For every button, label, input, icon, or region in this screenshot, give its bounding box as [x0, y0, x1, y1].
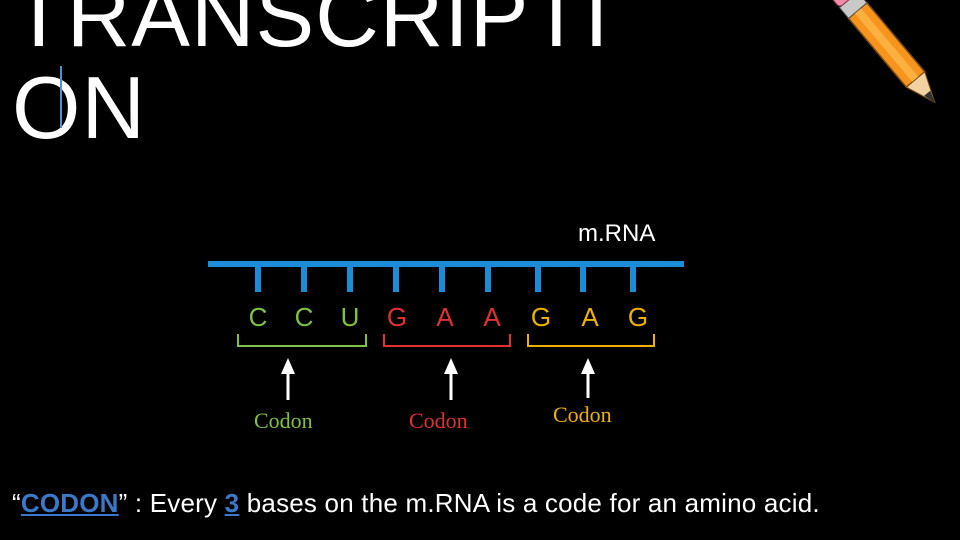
base-3: U [340, 302, 360, 332]
codon-arrow-3 [581, 358, 595, 398]
slide-title-line-2: ON [12, 58, 146, 157]
codon-term: CODON [20, 488, 119, 518]
definition-rest: bases on the m.RNA is a code for an amin… [239, 488, 820, 518]
mrna-label: m.RNA [578, 220, 656, 247]
mrna-base-stems [255, 264, 636, 292]
base-9: G [627, 302, 649, 332]
base-1: C [248, 302, 268, 332]
codon-label-2: Codon [409, 408, 468, 433]
base-8: A [581, 302, 599, 332]
base-7: G [530, 302, 552, 332]
base-2: C [294, 302, 314, 332]
slide-title-line-1: TRANSCRIPTI [12, 0, 610, 65]
definition-mid: ” : Every [118, 488, 225, 518]
codon-label-1: Codon [254, 408, 313, 433]
codon-arrow-2 [444, 358, 458, 400]
open-quote: “ [12, 488, 21, 518]
codon-definition: “CODON” : Every 3 bases on the m.RNA is … [12, 488, 820, 519]
text-cursor [60, 66, 62, 128]
codon-bracket-1 [237, 334, 367, 347]
base-4: G [386, 302, 408, 332]
base-5: A [436, 302, 454, 332]
codon-label-3: Codon [553, 402, 612, 427]
codon-bracket-3 [527, 334, 655, 347]
codon-bracket-2 [383, 334, 511, 347]
base-count: 3 [224, 488, 240, 518]
base-6: A [483, 302, 501, 332]
codon-arrow-1 [281, 358, 295, 400]
